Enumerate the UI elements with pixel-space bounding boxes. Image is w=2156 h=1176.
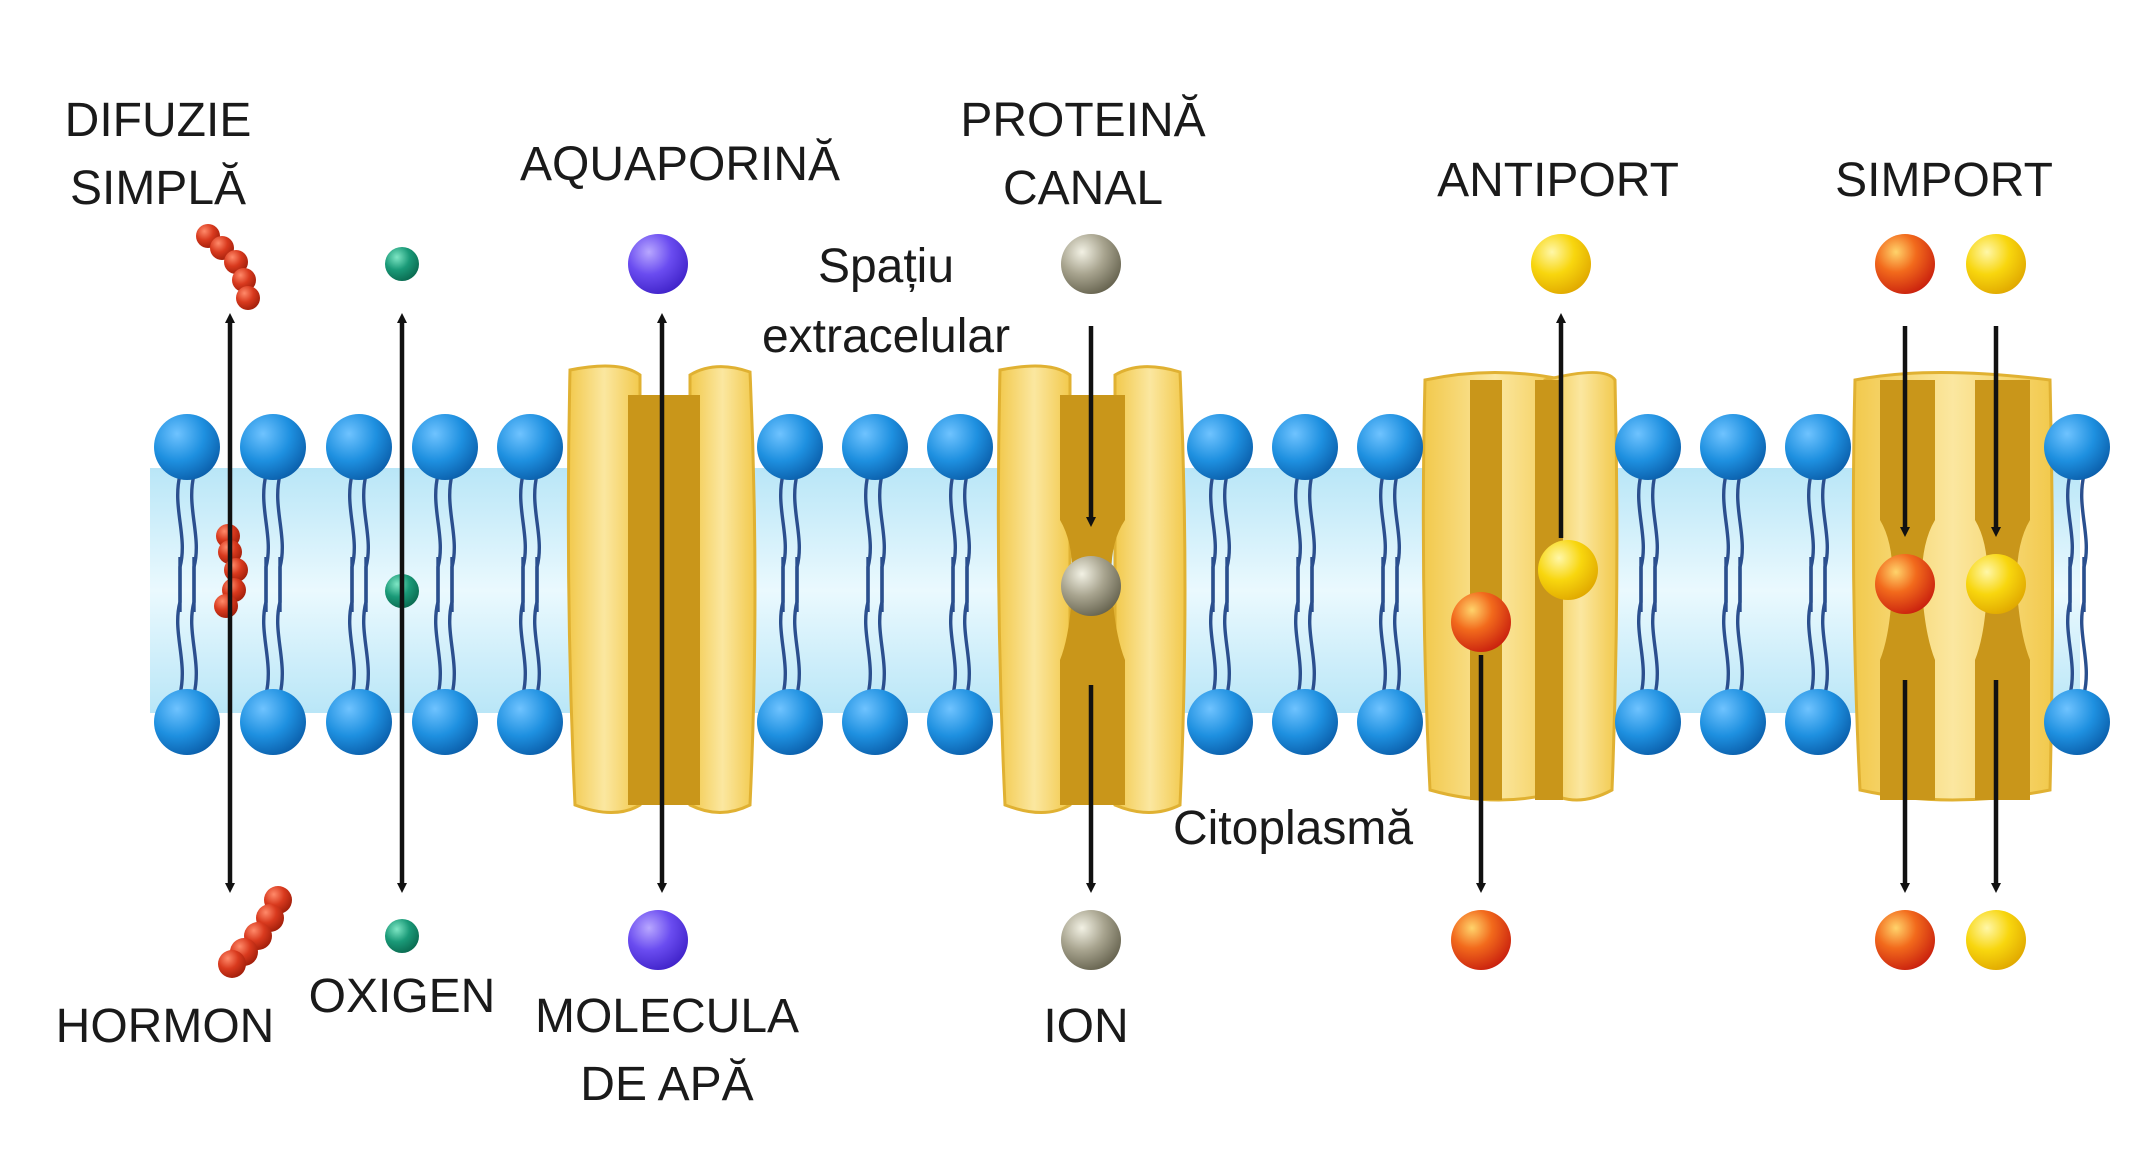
lipid-tail: [863, 557, 873, 695]
lipid-tail: [1721, 557, 1731, 695]
lipid-tail: [1293, 557, 1303, 695]
lipid-tail: [175, 557, 185, 695]
label-channel-protein-line1: PROTEINĂ: [960, 94, 1205, 147]
lipid-tail: [518, 557, 528, 695]
label-symport: SIMPORT: [1835, 154, 2053, 207]
phospholipid-head: [1357, 689, 1423, 755]
lipid-tail: [275, 557, 285, 695]
lipid-tail: [1378, 557, 1388, 695]
lipid-tail: [1806, 557, 1816, 695]
phospholipid-head: [154, 689, 220, 755]
lipid-tail: [877, 557, 887, 695]
symport-red-bottom: [1875, 910, 1935, 970]
label-water-molecule-line1: MOLECULA: [535, 990, 799, 1043]
phospholipid-head: [842, 414, 908, 480]
phospholipid-head: [842, 689, 908, 755]
symport-yellow-in-protein: [1966, 554, 2026, 614]
water-molecule-bottom: [628, 910, 688, 970]
lipid-tail: [347, 557, 357, 695]
phospholipid-head: [927, 689, 993, 755]
label-hormone: HORMON: [56, 1000, 275, 1053]
phospholipid-head: [1357, 414, 1423, 480]
label-simple-diffusion-line1: DIFUZIE: [65, 94, 252, 147]
phospholipid-head: [2044, 414, 2110, 480]
label-extracellular-line1: Spațiu: [818, 240, 954, 293]
lipid-tail: [433, 557, 443, 695]
phospholipid-head: [1615, 689, 1681, 755]
antiport-red-in-protein: [1451, 592, 1511, 652]
phospholipid-head: [412, 689, 478, 755]
phospholipid-head: [1272, 689, 1338, 755]
phospholipid-head: [927, 414, 993, 480]
phospholipid-head: [1615, 414, 1681, 480]
lipid-tail: [361, 557, 371, 695]
lipid-tail: [1650, 557, 1660, 695]
lipid-tail: [1222, 557, 1232, 695]
lipid-tail: [778, 557, 788, 695]
antiport-red-bottom: [1451, 910, 1511, 970]
lipid-tail: [2065, 557, 2075, 695]
phospholipid-head: [1700, 689, 1766, 755]
phospholipid-head: [1272, 414, 1338, 480]
oxygen-molecule-top: [385, 247, 419, 281]
ion-top: [1061, 234, 1121, 294]
lipid-tail: [1636, 557, 1646, 695]
phospholipid-head: [326, 689, 392, 755]
lipid-tails: [175, 474, 2089, 695]
lipid-tail: [189, 557, 199, 695]
label-aquaporin: AQUAPORINĂ: [520, 138, 840, 191]
phospholipid-head: [497, 689, 563, 755]
phospholipid-head: [1785, 689, 1851, 755]
lipid-tail: [1820, 557, 1830, 695]
phospholipid-head: [497, 414, 563, 480]
label-cytoplasm: Citoplasmă: [1173, 802, 1413, 855]
phospholipid-head: [240, 414, 306, 480]
label-channel-protein-line2: CANAL: [1003, 162, 1163, 215]
symport-red-in-protein: [1875, 554, 1935, 614]
symport-yellow-top: [1966, 234, 2026, 294]
lipid-tail: [1392, 557, 1402, 695]
label-antiport: ANTIPORT: [1437, 154, 1679, 207]
symport-red-top: [1875, 234, 1935, 294]
lipid-tail: [1735, 557, 1745, 695]
hormone-molecule-top: [196, 224, 260, 310]
lipid-tail: [261, 557, 271, 695]
water-molecule-top: [628, 234, 688, 294]
lipid-tail: [447, 557, 457, 695]
phospholipid-heads: [154, 414, 2110, 755]
phospholipid-head: [757, 414, 823, 480]
phospholipid-head: [154, 414, 220, 480]
lipid-tail: [962, 557, 972, 695]
label-water-molecule-line2: DE APĂ: [580, 1058, 753, 1111]
phospholipid-head: [2044, 689, 2110, 755]
phospholipid-head: [757, 689, 823, 755]
label-extracellular-line2: extracelular: [762, 310, 1010, 363]
phospholipid-head: [1785, 414, 1851, 480]
lipid-tail: [948, 557, 958, 695]
label-ion: ION: [1043, 1000, 1128, 1053]
phospholipid-head: [1700, 414, 1766, 480]
lipid-tail: [1307, 557, 1317, 695]
phospholipid-head: [412, 414, 478, 480]
symport-yellow-bottom: [1966, 910, 2026, 970]
hormone-molecule-bottom: [218, 886, 292, 978]
lipid-tail: [1208, 557, 1218, 695]
label-simple-diffusion-line2: SIMPLĂ: [70, 162, 246, 215]
antiport-yellow-in-protein: [1538, 540, 1598, 600]
ion-in-channel: [1061, 556, 1121, 616]
oxygen-molecule-bottom: [385, 919, 419, 953]
phospholipid-head: [1187, 414, 1253, 480]
lipid-tail: [792, 557, 802, 695]
ion-bottom: [1061, 910, 1121, 970]
phospholipid-head: [1187, 689, 1253, 755]
lipid-tail: [532, 557, 542, 695]
antiport-yellow-top: [1531, 234, 1591, 294]
phospholipid-head: [240, 689, 306, 755]
lipid-tail: [2079, 557, 2089, 695]
phospholipid-head: [326, 414, 392, 480]
label-oxygen: OXIGEN: [309, 970, 496, 1023]
